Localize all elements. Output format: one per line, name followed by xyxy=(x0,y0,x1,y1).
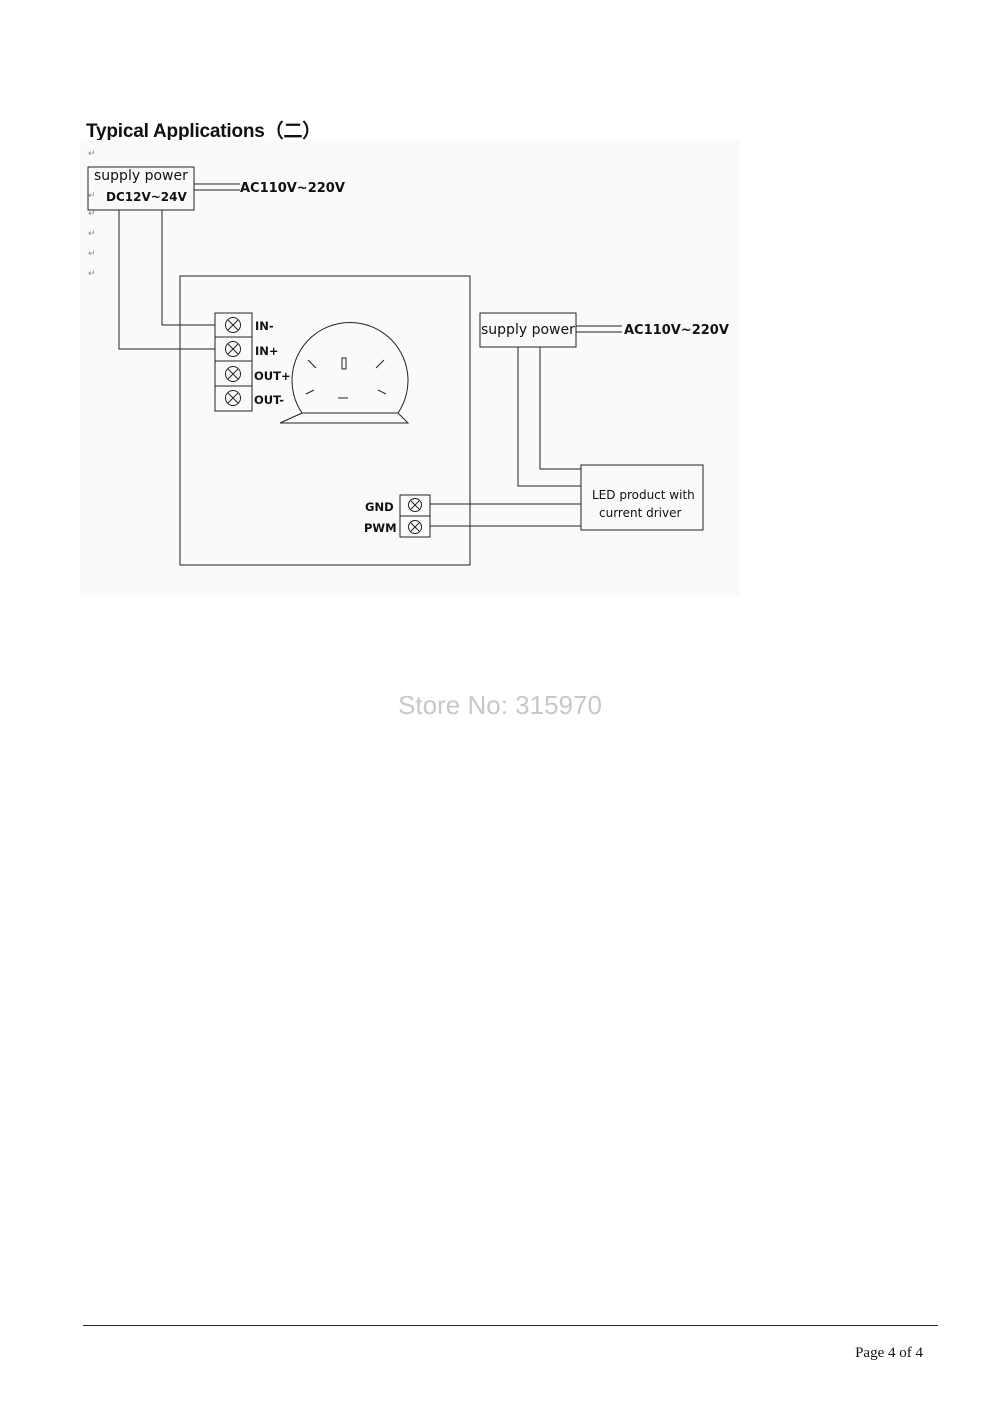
supply-box-1 xyxy=(87,166,195,211)
supply-box-2 xyxy=(479,312,577,348)
wire-in-plus xyxy=(118,210,215,350)
page-heading: Typical Applications（二） xyxy=(86,121,322,142)
supply2-label: supply power xyxy=(481,322,575,338)
page-number: Page 4 of 4 xyxy=(855,1345,923,1361)
led-label-line1: LED product with xyxy=(592,488,695,502)
led-label-line2: current driver xyxy=(599,506,682,520)
supply2-ac-label: AC110V~220V xyxy=(624,323,729,338)
terminal-pwm-label: PWM xyxy=(364,521,397,535)
terminal-in-plus-label: IN+ xyxy=(255,344,279,358)
wire-in-minus xyxy=(161,210,215,326)
dial-base xyxy=(279,412,410,424)
dial-arc xyxy=(291,321,409,414)
supply1-voltage: DC12V~24V xyxy=(106,190,187,204)
supply1-ac-label: AC110V~220V xyxy=(240,181,345,196)
terminal-in-minus-label: IN- xyxy=(255,319,274,333)
return-mark: ↵ xyxy=(88,208,96,218)
led-product-box xyxy=(580,464,704,531)
return-mark: ↵ xyxy=(88,268,96,278)
controller-box xyxy=(179,275,471,566)
power-terminal-block xyxy=(214,312,253,412)
terminal-out-minus-label: OUT- xyxy=(254,393,285,407)
return-mark: ↵ xyxy=(88,228,96,238)
return-mark: ↵ xyxy=(88,148,96,158)
wiring-lines xyxy=(87,166,704,566)
terminal-out-plus-label: OUT+ xyxy=(254,369,291,383)
return-mark: ↵ xyxy=(88,248,96,258)
store-watermark: Store No: 315970 xyxy=(398,690,602,720)
terminal-gnd-label: GND xyxy=(365,500,394,514)
footer-divider xyxy=(83,1325,938,1326)
wiring-diagram: ↵ ↵ ↵ ↵ ↵ ↵ supply power DC12V~24V AC110… xyxy=(80,140,740,595)
return-mark: ↵ xyxy=(88,190,96,200)
supply1-label: supply power xyxy=(94,168,188,184)
